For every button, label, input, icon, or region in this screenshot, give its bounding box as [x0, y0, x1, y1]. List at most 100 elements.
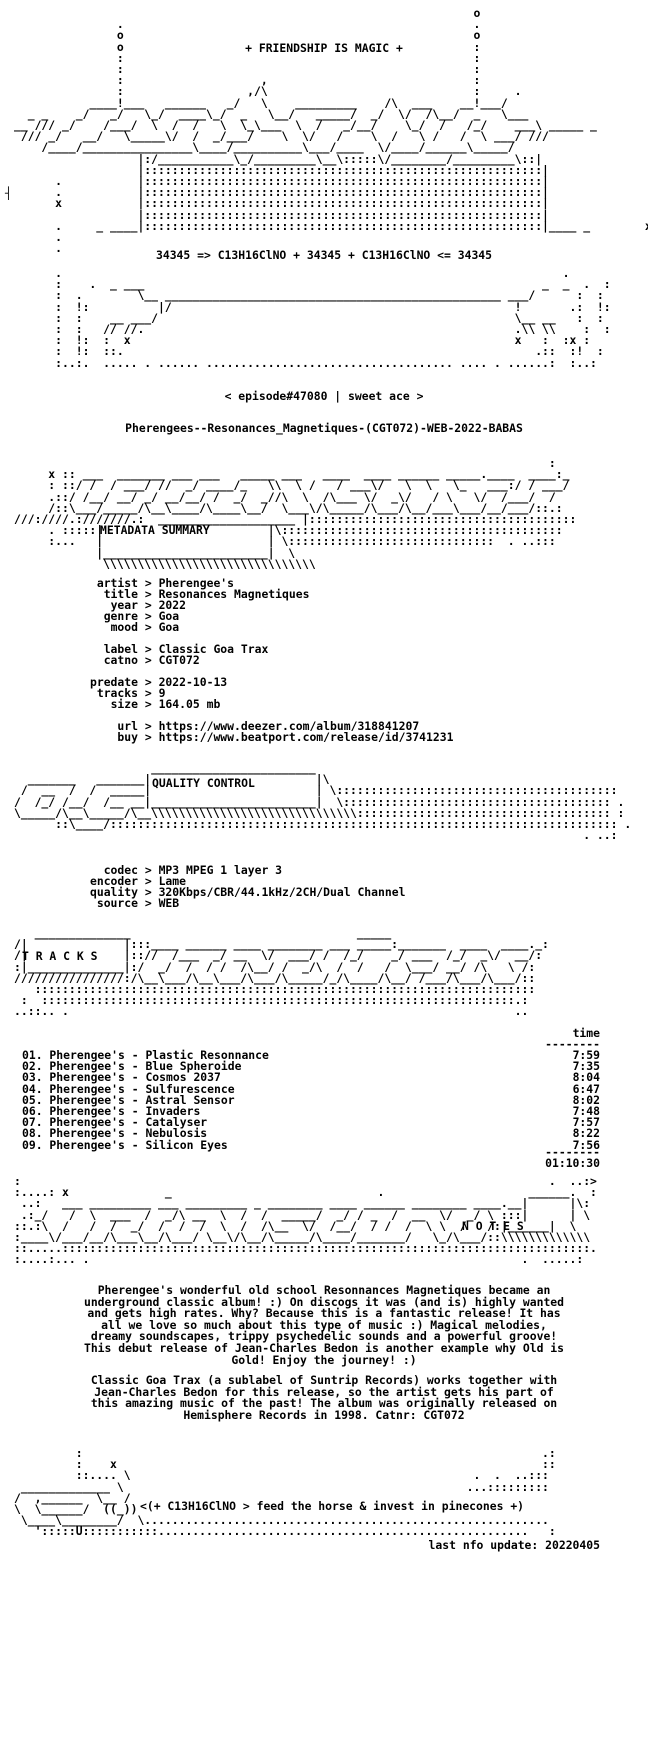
field-year: year > 2022	[54, 598, 187, 612]
track-title: 02. Pherengee's - Blue Spheroide	[22, 1059, 242, 1074]
friendship-tagline: + FRIENDSHIP IS MAGIC +	[245, 41, 403, 55]
track-title: 01. Pherengee's - Plastic Resonnance	[22, 1048, 269, 1062]
field-url: url > https://www.deezer.com/album/31884…	[54, 719, 420, 733]
track-row: 02. Pherengee's - Blue Spheroide 7:35	[22, 1059, 600, 1074]
track-time: 7:57	[572, 1115, 600, 1130]
tracks-section-title: T R A C K S	[22, 949, 98, 963]
notes-paragraph-1: Pherengee's wonderful old school Resonna…	[83, 1283, 565, 1367]
field-quality-value: 320Kbps/CBR/44.1kHz/2CH/Dual Channel	[158, 885, 406, 899]
track-time: 8:02	[572, 1092, 600, 1107]
field-url-value[interactable]: https://www.deezer.com/album/318841207	[158, 719, 420, 733]
track-row: 06. Pherengee's - Invaders 7:48	[22, 1104, 600, 1118]
field-quality-label: quality	[89, 885, 138, 899]
field-year-value: 2022	[158, 598, 187, 612]
field-encoder: encoder > Lame	[54, 874, 187, 888]
field-artist-value: Pherengee's	[158, 576, 235, 590]
quality-section-title: QUALITY CONTROL	[152, 776, 255, 790]
field-tracks: tracks > 9	[54, 686, 166, 700]
track-title: 09. Pherengee's - Silicon Eyes	[22, 1137, 228, 1152]
track-row: 03. Pherengee's - Cosmos 2037 8:04	[22, 1070, 600, 1085]
field-year-label: year	[110, 598, 138, 612]
field-genre: genre > Goa	[54, 609, 180, 623]
field-artist-label: artist	[96, 576, 138, 590]
field-catno-label: catno	[103, 653, 138, 667]
field-artist: artist > Pherengee's	[54, 576, 235, 590]
quality-banner-art: ________________________ _______ _______…	[14, 761, 632, 843]
field-encoder-value: Lame	[158, 874, 187, 888]
track-time: 8:22	[572, 1126, 600, 1141]
release-name: Pherengees--Resonances_Magnetiques-(CGT0…	[125, 421, 523, 435]
track-title: 06. Pherengee's - Invaders	[22, 1104, 201, 1118]
track-time: 7:59	[572, 1048, 600, 1062]
field-source-label: source	[96, 896, 138, 910]
track-row: 04. Pherengee's - Sulfurescence 6:47	[22, 1081, 600, 1096]
field-label-label: label	[103, 642, 138, 656]
track-row: 07. Pherengee's - Catalyser 7:57	[22, 1115, 600, 1130]
header-lower-art: . . : . _ ___ _ _ . : : . \__ __________…	[55, 266, 611, 370]
track-time: 7:56	[572, 1137, 600, 1152]
track-title: 07. Pherengee's - Catalyser	[22, 1115, 208, 1130]
track-row: 01. Pherengee's - Plastic Resonnance 7:59	[22, 1048, 600, 1062]
field-tracks-label: tracks	[96, 686, 138, 700]
track-time: 6:47	[572, 1081, 600, 1096]
header-ascii-art: o . . o o o	[14, 6, 648, 256]
total-rule: --------	[545, 1145, 600, 1159]
footer-tagline: <(+ C13H16ClNO > feed the horse & invest…	[140, 1499, 525, 1513]
field-catno: catno > CGT072	[54, 653, 200, 667]
field-genre-value: Goa	[158, 609, 180, 623]
field-encoder-label: encoder	[89, 874, 138, 888]
track-time: 8:04	[572, 1070, 600, 1085]
total-time: 01:10:30	[545, 1156, 600, 1170]
field-size: size > 164.05 mb	[54, 697, 221, 711]
field-size-label: size	[110, 697, 138, 711]
field-quality: quality > 320Kbps/CBR/44.1kHz/2CH/Dual C…	[54, 885, 406, 899]
field-url-label: url	[117, 719, 138, 733]
footer-art: : .: : x :: ::.... \	[14, 1446, 556, 1539]
field-codec: codec > MP3 MPEG 1 layer 3	[54, 863, 283, 877]
track-time: 7:48	[572, 1104, 600, 1118]
field-codec-value: MP3 MPEG 1 layer 3	[158, 863, 283, 877]
time-column-header: time	[572, 1026, 600, 1040]
track-row: 09. Pherengee's - Silicon Eyes 7:56	[22, 1137, 600, 1152]
metadata-banner-art: : x :: ___ _______ ___ ___ _____ ___ ___…	[14, 456, 577, 571]
tracks-banner-art: ______________ _____ /| |:::____ ______ …	[14, 926, 549, 1019]
field-label-value: Classic Goa Trax	[158, 642, 269, 656]
corner-glyph: ┤	[5, 186, 12, 200]
track-time: 7:35	[572, 1059, 600, 1074]
last-update: last nfo update: 20220405	[428, 1538, 600, 1552]
field-title-value: Resonances Magnetiques	[158, 587, 310, 601]
field-buy-label: buy	[117, 730, 138, 744]
track-title: 08. Pherengee's - Nebulosis	[22, 1126, 208, 1141]
time-header-rule: --------	[545, 1037, 600, 1051]
field-buy-value[interactable]: https://www.beatport.com/release/id/3741…	[158, 730, 454, 744]
field-mood-label: mood	[110, 620, 138, 634]
field-predate-value: 2022-10-13	[158, 675, 228, 689]
field-size-value: 164.05 mb	[158, 697, 221, 711]
track-title: 03. Pherengee's - Cosmos 2037	[22, 1070, 221, 1085]
field-label: label > Classic Goa Trax	[54, 642, 269, 656]
track-title: 04. Pherengee's - Sulfurescence	[22, 1081, 235, 1096]
field-title-label: title	[103, 587, 138, 601]
notes-section-title: N O T E S	[462, 1219, 524, 1233]
track-title: 05. Pherengee's - Astral Sensor	[22, 1092, 235, 1107]
notes-paragraph-2: Classic Goa Trax (a sublabel of Suntrip …	[90, 1373, 558, 1422]
notes-banner-art: : . ..:> :....: x _ . ______. : ..: ___ …	[14, 1174, 597, 1267]
field-mood: mood > Goa	[54, 620, 180, 634]
field-mood-value: Goa	[158, 620, 180, 634]
field-catno-value: CGT072	[158, 653, 200, 667]
field-predate-label: predate	[89, 675, 138, 689]
track-row: 08. Pherengee's - Nebulosis 8:22	[22, 1126, 600, 1141]
episode-line: < episode#47080 | sweet ace >	[224, 389, 424, 403]
field-buy: buy > https://www.beatport.com/release/i…	[54, 730, 454, 744]
field-tracks-value: 9	[158, 686, 166, 700]
field-source-value: WEB	[158, 896, 180, 910]
field-title: title > Resonances Magnetiques	[54, 587, 310, 601]
field-codec-label: codec	[103, 863, 138, 877]
formula-line: 34345 => C13H16ClNO + 34345 + C13H16ClNO…	[155, 248, 493, 262]
track-row: 05. Pherengee's - Astral Sensor 8:02	[22, 1092, 600, 1107]
field-genre-label: genre	[103, 609, 138, 623]
field-source: source > WEB	[54, 896, 180, 910]
field-predate: predate > 2022-10-13	[54, 675, 228, 689]
metadata-section-title: METADATA SUMMARY	[100, 523, 210, 537]
